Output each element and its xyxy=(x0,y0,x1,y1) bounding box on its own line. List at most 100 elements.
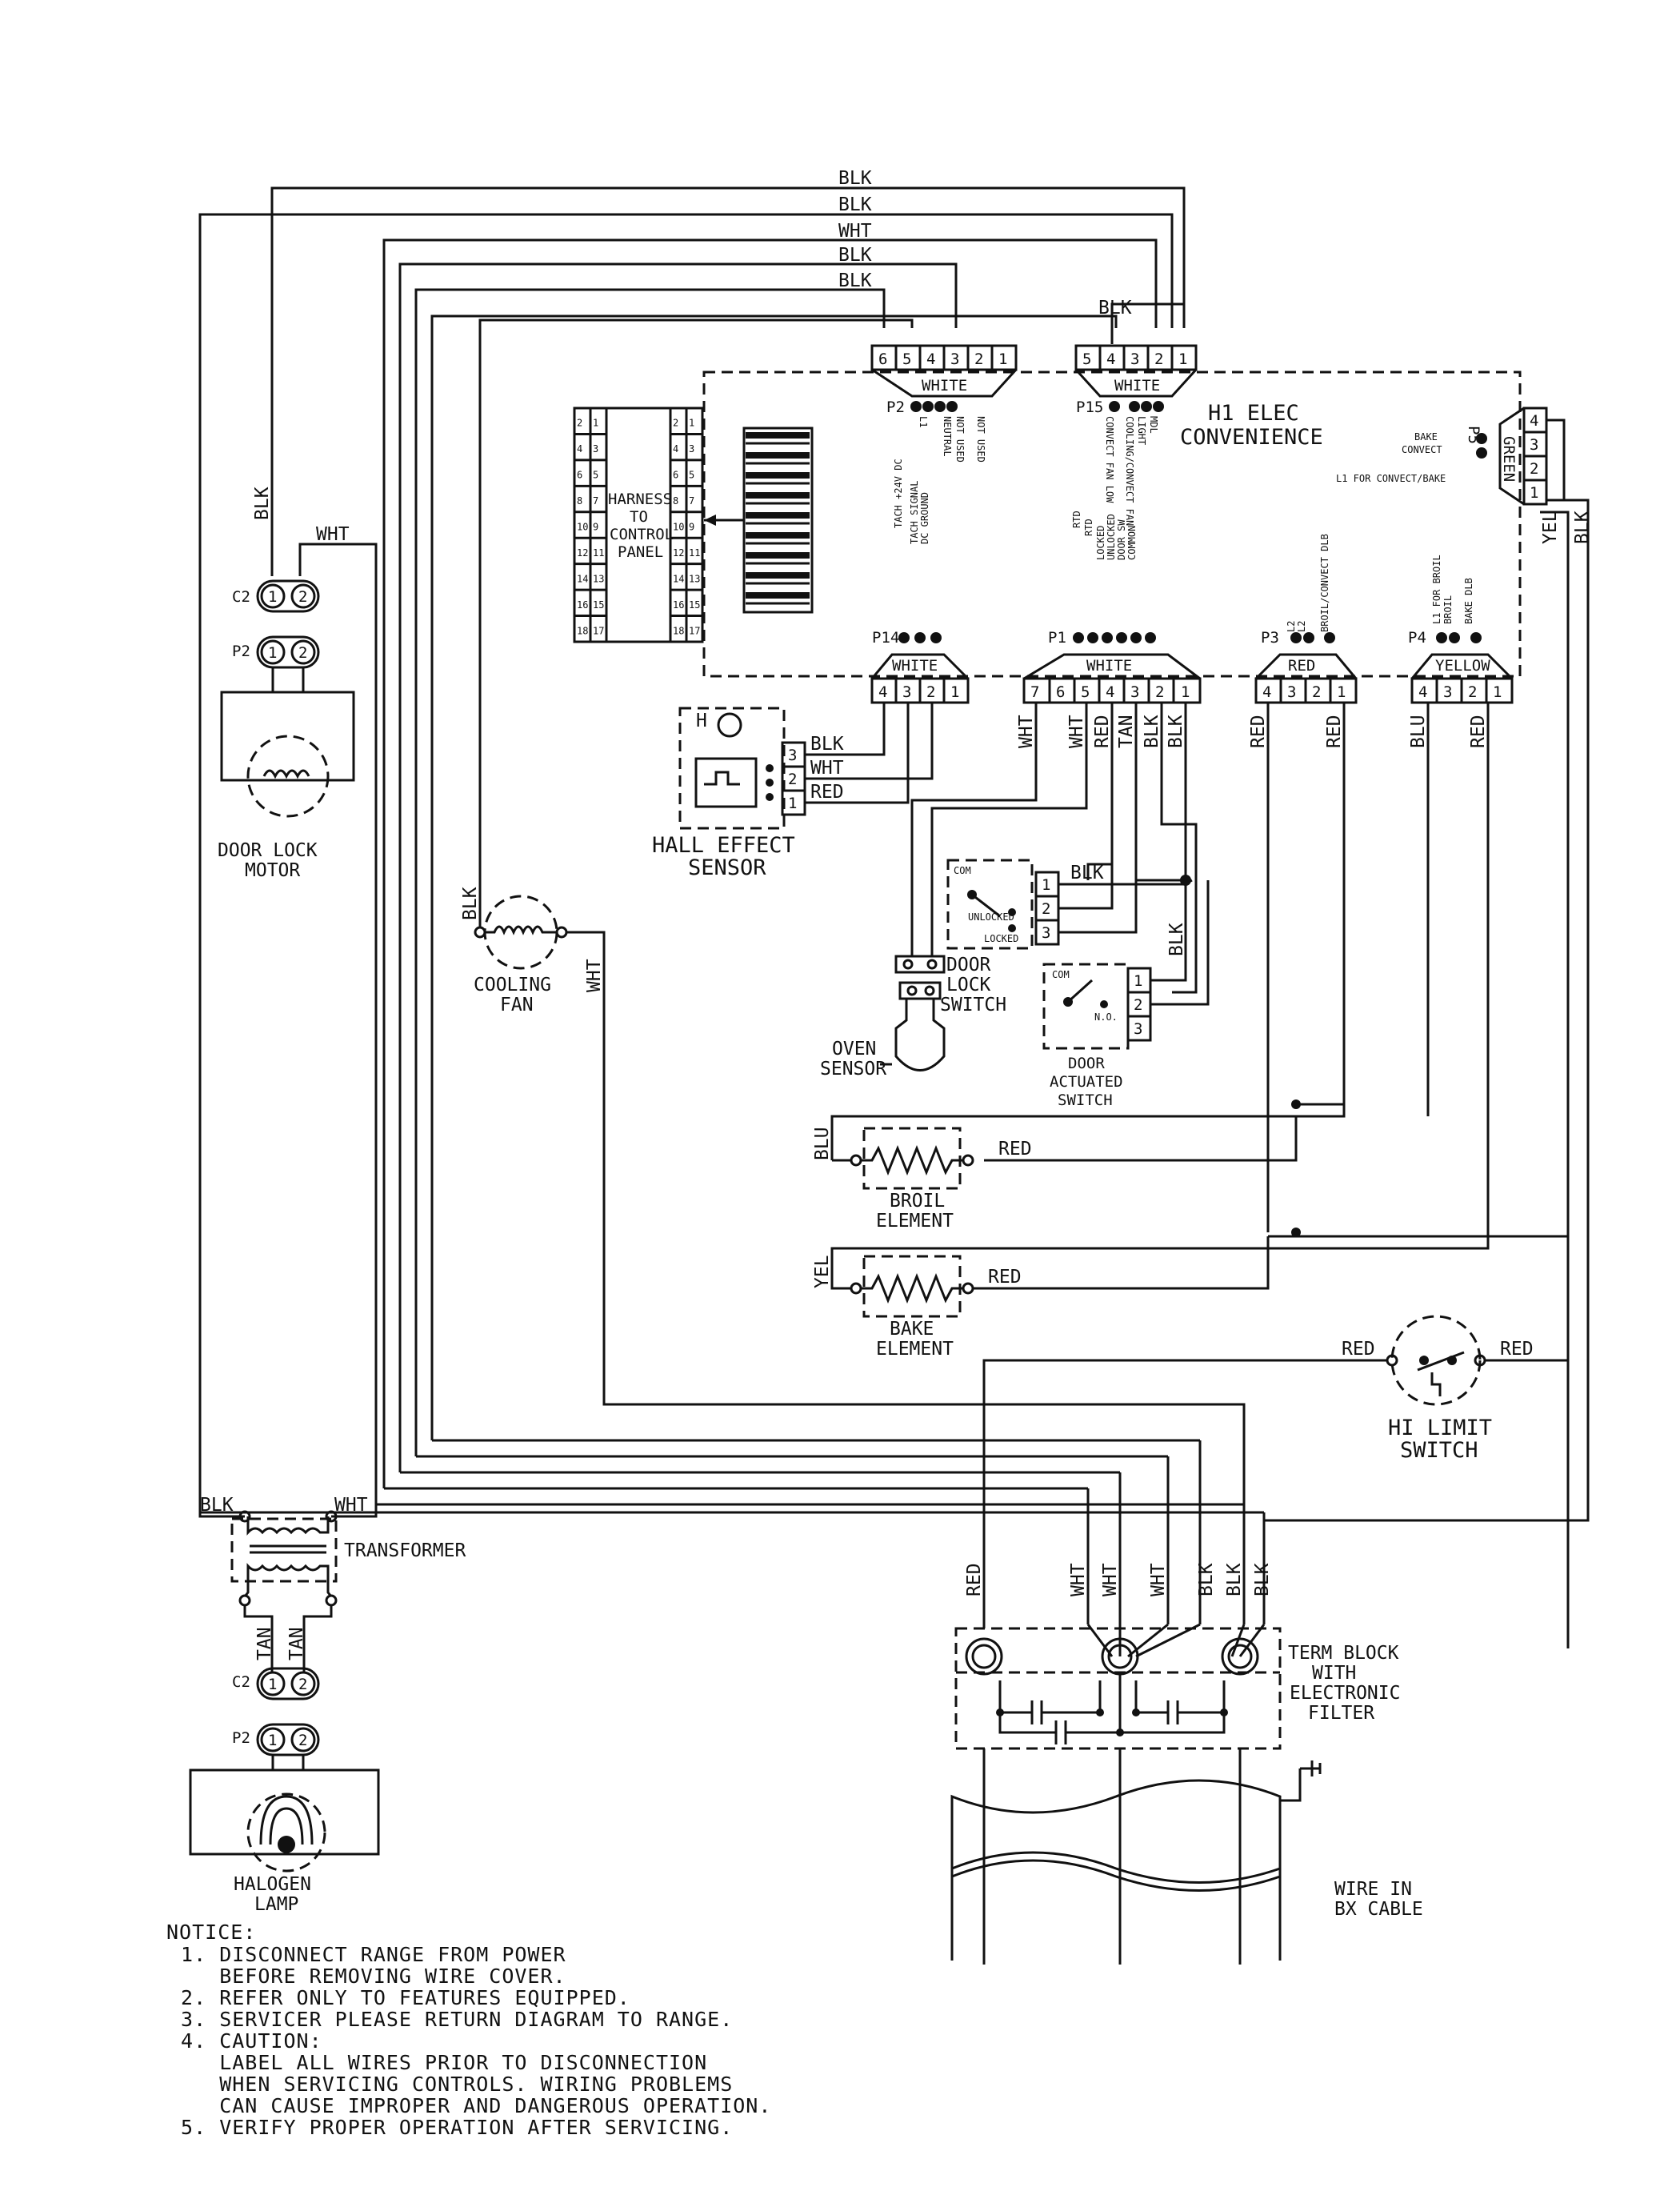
p4-pin-2: 2 xyxy=(1468,683,1477,701)
p3-pin-2: 2 xyxy=(1312,683,1321,701)
sensor-pin-3: 3 xyxy=(788,747,797,764)
harness-label-3: CONTROL xyxy=(610,526,674,543)
connector-p14: TACH +24V DC TACH SIGNAL DC GROUND P14 W… xyxy=(870,459,970,704)
harness-pin-number: 15 xyxy=(593,599,604,611)
p4-note-broil: BROIL xyxy=(1442,595,1454,624)
p2-bot-pin-2: 2 xyxy=(298,1732,307,1749)
door-lock-pin-3: 3 xyxy=(1042,924,1050,942)
notice-line-7: WHEN SERVICING CONTROLS. WIRING PROBLEMS xyxy=(168,2073,734,2096)
p1-note-locked: LOCKED xyxy=(1095,526,1106,560)
harness-pin-number: 18 xyxy=(577,625,588,636)
wire-label-v-blk-1: BLK xyxy=(1142,715,1162,748)
p1-name: P1 xyxy=(1048,629,1066,647)
p1-pin-3: 3 xyxy=(1130,683,1139,701)
door-lock-switch-label-3: SWITCH xyxy=(940,995,1006,1015)
connector-p15: 5 4 3 2 1 WHITE P15 CONVECT FAN LOW COOL… xyxy=(1074,344,1198,526)
p3-note-l2a: L2 xyxy=(1286,621,1297,632)
door-lock-motor-label-1: DOOR LOCK xyxy=(218,840,318,861)
p2-color: WHITE xyxy=(922,377,967,395)
notice-line-9: 5. VERIFY PROPER OPERATION AFTER SERVICI… xyxy=(168,2116,734,2139)
connector-p4: L1 FOR BROIL BROIL BAKE DLB P4 YELLOW 4 … xyxy=(1408,555,1514,704)
control-board-outline xyxy=(702,371,1522,678)
cooling-fan-label-1: COOLING xyxy=(474,975,551,995)
p2-pin-5: 5 xyxy=(902,350,911,368)
wire-label-tb-blk2: BLK xyxy=(1224,1563,1245,1596)
p2-pin-4: 4 xyxy=(926,350,935,368)
p1-color: WHITE xyxy=(1086,657,1132,675)
notice-line-5: 4. CAUTION: xyxy=(168,2029,322,2053)
sensor-pin-2: 2 xyxy=(788,771,797,788)
bake-element: YEL RED BAKE ELEMENT xyxy=(812,1248,1022,1360)
p1-note-common: COMMON xyxy=(1126,526,1138,560)
wire-label-tr-blk: BLK xyxy=(200,1495,234,1516)
p5-wire-cap xyxy=(1546,419,1566,502)
door-act-pin-3: 3 xyxy=(1134,1020,1142,1038)
harness-trace-bar xyxy=(746,592,810,599)
wire-label-top-blk-2: BLK xyxy=(838,194,872,215)
door-act-label-3: SWITCH xyxy=(1058,1091,1113,1109)
p15-pin-3: 3 xyxy=(1130,350,1139,368)
door-lock-pin-2: 2 xyxy=(1042,900,1050,918)
harness-trace-bar xyxy=(746,472,810,479)
p2-pin-1: 1 xyxy=(998,350,1007,368)
harness-pin-number: 4 xyxy=(673,443,678,455)
hi-limit-label-2: SWITCH xyxy=(1400,1438,1478,1463)
door-lock-motor-label-2: MOTOR xyxy=(245,860,300,881)
p14-color: WHITE xyxy=(892,657,938,675)
p14-pin-4: 4 xyxy=(878,683,887,701)
broil-label-2: ELEMENT xyxy=(876,1211,954,1232)
harness-trace-bar xyxy=(746,452,810,459)
p3-note-l2b: L2 xyxy=(1296,621,1307,632)
halogen-lamp: C2 1 2 P2 1 2 HALOGEN LAMP xyxy=(189,1667,380,1915)
notice-title: NOTICE: xyxy=(166,1921,257,1944)
c2-top-label: C2 xyxy=(232,588,250,606)
p15-note-conv-low: CONVECT FAN LOW xyxy=(1104,416,1115,503)
term-block-label-1: TERM BLOCK xyxy=(1288,1643,1399,1664)
harness-pin-number: 1 xyxy=(689,418,694,429)
door-act-label-1: DOOR xyxy=(1068,1055,1105,1072)
harness-pin-number: 13 xyxy=(689,573,700,584)
notice-line-4: 3. SERVICER PLEASE RETURN DIAGRAM TO RAN… xyxy=(168,2008,734,2031)
door-act-label-2: ACTUATED xyxy=(1050,1073,1123,1091)
wire-label-blk-right: BLK xyxy=(1572,511,1593,544)
wire-label-tb-wht1: WHT xyxy=(1068,1563,1089,1596)
harness-trace-bar xyxy=(746,572,810,579)
wire-label-v-blk-2: BLK xyxy=(1166,715,1186,748)
p15-note-mdl: MDL xyxy=(1148,416,1159,434)
wire-label-bake-red: RED xyxy=(988,1267,1022,1288)
door-lock-switch-locked: LOCKED xyxy=(984,933,1018,944)
door-act-switch-com: COM xyxy=(1052,969,1070,980)
harness-label-2: TO xyxy=(630,508,648,526)
wire-yel-right xyxy=(1540,511,1570,1648)
harness-pin-number: 16 xyxy=(577,599,588,611)
harness-pin-number: 9 xyxy=(593,521,598,532)
wire-label-sensor-red: RED xyxy=(810,782,844,803)
harness-label-4: PANEL xyxy=(618,543,663,561)
p2-pin-2: 2 xyxy=(974,350,983,368)
wire-label-v-red-p4: RED xyxy=(1468,715,1489,748)
harness-pin-number: 2 xyxy=(673,418,678,429)
bx-label-2: BX CABLE xyxy=(1334,1899,1423,1920)
p14-pin-2: 2 xyxy=(926,683,935,701)
harness-pin-number: 17 xyxy=(593,625,604,636)
p1-note-rtd2: RTD xyxy=(1083,519,1094,536)
notice-line-1: 1. DISCONNECT RANGE FROM POWER xyxy=(168,1943,566,1966)
cooling-fan: BLK WHT COOLING FAN xyxy=(460,887,1246,1504)
p4-pin-1: 1 xyxy=(1493,683,1502,701)
wire-label-tb-wht3: WHT xyxy=(1148,1563,1169,1596)
wire-label-left-blk: BLK xyxy=(252,487,273,520)
wire-label-hl-red-l: RED xyxy=(1342,1339,1375,1360)
harness-pin-number: 6 xyxy=(577,470,582,481)
lamp-label-1: HALOGEN xyxy=(234,1874,311,1895)
wire-label-v-wht-1: WHT xyxy=(1016,715,1037,748)
p5-note-l1: L1 FOR CONVECT/BAKE xyxy=(1336,473,1446,484)
p15-note-cooling: COOLING/CONVECT FAN xyxy=(1124,416,1135,526)
connector-p1: RTD RTD LOCKED UNLOCKED DOOR SW COMMON P… xyxy=(1022,511,1202,704)
hall-effect-sensor: H 3 2 1 BLK WHT RED HALL EFFECT SENSOR xyxy=(652,703,934,880)
wire-label-p15-blk: BLK xyxy=(1098,298,1132,318)
bake-label-2: ELEMENT xyxy=(876,1339,954,1360)
p1-note-rtd1: RTD xyxy=(1071,511,1082,528)
c2-bot-pin-1: 1 xyxy=(268,1676,277,1693)
